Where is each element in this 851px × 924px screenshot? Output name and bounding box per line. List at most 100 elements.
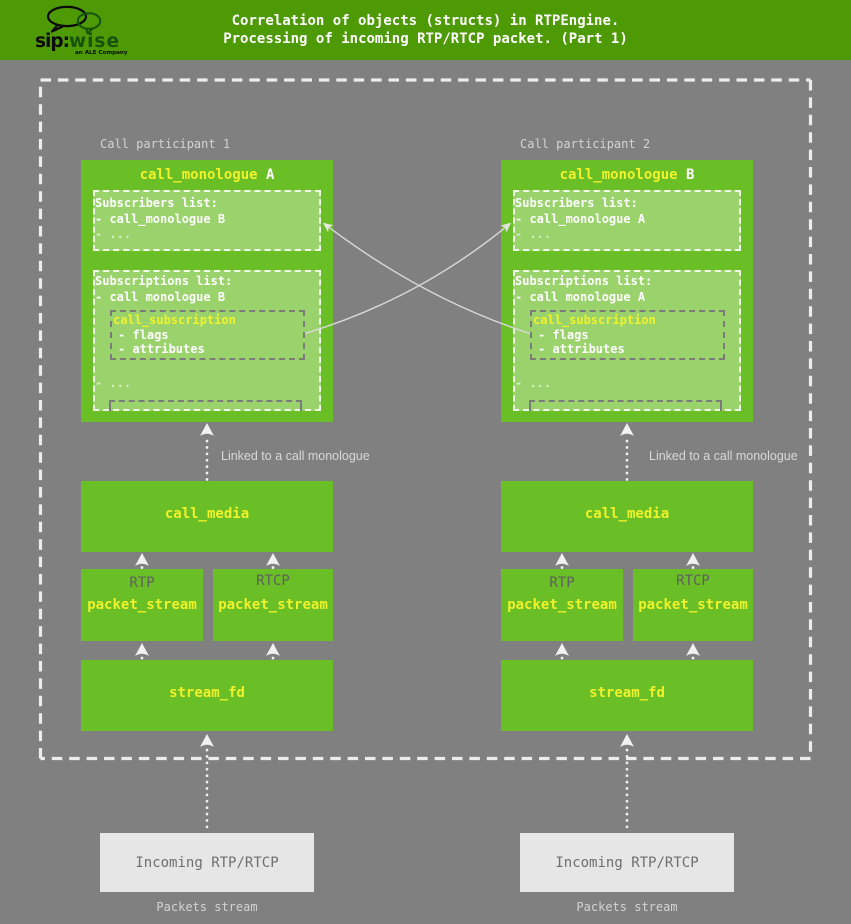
logo-sip-text: sip: bbox=[35, 31, 69, 52]
arrow-stream-fd-to-packet-stream-rtcp-2 bbox=[686, 643, 700, 661]
packet-stream-rtp-box-2: RTP packet_stream bbox=[501, 569, 623, 641]
participant-2-label: Call participant 2 bbox=[520, 137, 651, 151]
arrowhead-icon bbox=[555, 553, 569, 566]
packet-stream-rtcp-box-1: RTCP packet_stream bbox=[213, 569, 333, 641]
call-monologue-a-title: call_monologue A bbox=[81, 167, 333, 188]
speech-bubble-small-tail-icon bbox=[85, 27, 94, 35]
arrow-packet-stream-rtcp-to-call-media-2 bbox=[686, 553, 700, 570]
arrowhead-icon bbox=[686, 553, 700, 566]
subscriptions-ellipsis-a: - ... bbox=[95, 376, 132, 390]
packet-stream-rtcp-box-2: RTCP packet_stream bbox=[633, 569, 753, 641]
linked-label-1: Linked to a call monologue bbox=[221, 449, 370, 463]
call-monologue-a-title-suffix: A bbox=[257, 167, 275, 183]
subscribers-list-box-a: Subscribers list: - call_monologue B - .… bbox=[93, 190, 321, 251]
packets-stream-label-1: Packets stream bbox=[156, 900, 258, 914]
packet-stream-label-rtp-2: packet_stream bbox=[507, 597, 617, 613]
call-subscription-flags-b: - flags bbox=[538, 327, 589, 342]
subscriptions-title-b: Subscriptions list: bbox=[515, 274, 653, 288]
arrowhead-icon bbox=[555, 643, 569, 656]
call-monologue-b-title-main: call_monologue bbox=[559, 167, 678, 183]
page-title-line1: Correlation of objects (structs) in RTPE… bbox=[231, 13, 620, 29]
stream-fd-label-2: stream_fd bbox=[589, 685, 665, 701]
subscriptions-list-box-b: Subscriptions list: - call monologue A c… bbox=[513, 270, 741, 411]
subscriptions-item-a: - call monologue B bbox=[95, 289, 226, 304]
sipwise-logo: sip: wise an ALE Company bbox=[35, 5, 128, 56]
subscribers-ellipsis-a: - ... bbox=[95, 227, 132, 241]
logo-wise-text: wise bbox=[69, 31, 120, 52]
arrowhead-icon bbox=[135, 553, 149, 566]
participant-1-label: Call participant 1 bbox=[100, 137, 231, 151]
arrow-call-media-to-monologue-2 bbox=[620, 423, 634, 481]
arrowhead-icon bbox=[266, 643, 280, 656]
call-media-box-2: call_media bbox=[501, 481, 753, 552]
call-subscription-title-b: call_subscription bbox=[533, 313, 656, 327]
subscriptions-list-box-a: Subscriptions list: - call monologue B c… bbox=[93, 270, 321, 411]
packet-stream-rtp-box-1: RTP packet_stream bbox=[81, 569, 203, 641]
packets-stream-label-2: Packets stream bbox=[576, 900, 678, 914]
arrow-call-media-to-monologue-1 bbox=[200, 423, 214, 481]
arrowhead-icon bbox=[620, 423, 634, 436]
subscribers-ellipsis-b: - ... bbox=[515, 227, 552, 241]
arrow-stream-fd-to-packet-stream-rtp-2 bbox=[555, 643, 569, 661]
call-subscription-box-a: call_subscription - flags - attributes bbox=[110, 310, 305, 360]
subscribers-list-box-b: Subscribers list: - call_monologue A - .… bbox=[513, 190, 741, 251]
subscriptions-title-a: Subscriptions list: bbox=[95, 274, 233, 288]
linked-label-2: Linked to a call monologue bbox=[649, 449, 798, 463]
subscribers-title-a: Subscribers list: bbox=[95, 196, 218, 210]
call-media-box-1: call_media bbox=[81, 481, 333, 552]
arrow-packet-stream-rtp-to-call-media-1 bbox=[135, 553, 149, 570]
call-subscription-attributes-b: - attributes bbox=[538, 342, 625, 356]
page-title-line2: Processing of incoming RTP/RTCP packet. … bbox=[223, 30, 628, 47]
speech-bubble-large-icon bbox=[46, 5, 88, 28]
rtp-label-2: RTP bbox=[549, 575, 575, 591]
call-monologue-b-title-suffix: B bbox=[677, 167, 695, 183]
arrowhead-icon bbox=[135, 643, 149, 656]
arrowhead-icon bbox=[200, 734, 214, 747]
call-monologue-b-title: call_monologue B bbox=[501, 167, 753, 188]
arrow-packet-stream-rtcp-to-call-media-1 bbox=[266, 553, 280, 570]
call-monologue-b-box: call_monologue B Subscribers list: - cal… bbox=[501, 160, 753, 422]
rtcp-label-2: RTCP bbox=[676, 573, 710, 589]
arrow-incoming-to-stream-fd-2 bbox=[620, 734, 634, 833]
arrowhead-icon bbox=[200, 423, 214, 436]
header-bar: sip: wise an ALE Company Correlation of … bbox=[0, 0, 851, 60]
call-subscription-attributes-a: - attributes bbox=[118, 342, 205, 356]
subscriptions-item-b: - call monologue A bbox=[515, 289, 646, 304]
incoming-rtp-rtcp-box-1: Incoming RTP/RTCP bbox=[100, 833, 314, 892]
partial-subscription-box-a bbox=[109, 400, 302, 411]
subscriptions-ellipsis-b: - ... bbox=[515, 376, 552, 390]
stream-fd-box-2: stream_fd bbox=[501, 660, 753, 731]
packet-stream-label-rtcp-1: packet_stream bbox=[218, 597, 328, 613]
stream-fd-box-1: stream_fd bbox=[81, 660, 333, 731]
rtcp-label-1: RTCP bbox=[256, 573, 290, 589]
subscribers-title-b: Subscribers list: bbox=[515, 196, 638, 210]
call-media-label-1: call_media bbox=[164, 506, 250, 522]
arrowhead-icon bbox=[266, 553, 280, 566]
arrow-subscription-b-to-monologue-a bbox=[322, 222, 531, 335]
subscribers-item-a: - call_monologue B bbox=[95, 211, 226, 226]
arrowhead-icon bbox=[686, 643, 700, 656]
logo-tagline-text: an ALE Company bbox=[75, 50, 128, 56]
call-monologue-a-title-main: call_monologue bbox=[139, 167, 258, 183]
page-title: Correlation of objects (structs) in RTPE… bbox=[0, 13, 851, 48]
rtp-label-1: RTP bbox=[129, 575, 155, 591]
call-monologue-a-box: call_monologue A Subscribers list: - cal… bbox=[81, 160, 333, 422]
arrow-incoming-to-stream-fd-1 bbox=[200, 734, 214, 833]
call-media-label-2: call_media bbox=[584, 506, 670, 522]
speech-bubble-large-tail-icon bbox=[50, 23, 65, 33]
arrow-packet-stream-rtp-to-call-media-2 bbox=[555, 553, 569, 570]
packet-stream-label-rtp-1: packet_stream bbox=[87, 597, 197, 613]
stream-fd-label-1: stream_fd bbox=[169, 685, 245, 701]
speech-bubble-small-icon bbox=[76, 12, 102, 30]
arrow-stream-fd-to-packet-stream-rtcp-1 bbox=[266, 643, 280, 661]
subscribers-item-b: - call_monologue A bbox=[515, 211, 646, 226]
arrow-stream-fd-to-packet-stream-rtp-1 bbox=[135, 643, 149, 661]
packet-stream-label-rtcp-2: packet_stream bbox=[638, 597, 748, 613]
partial-subscription-box-b bbox=[529, 400, 722, 411]
call-subscription-title-a: call_subscription bbox=[113, 313, 236, 327]
incoming-rtp-rtcp-box-2: Incoming RTP/RTCP bbox=[520, 833, 734, 892]
arrow-subscription-a-to-monologue-b bbox=[304, 222, 512, 335]
call-subscription-box-b: call_subscription - flags - attributes bbox=[530, 310, 725, 360]
arrowhead-icon bbox=[620, 734, 634, 747]
